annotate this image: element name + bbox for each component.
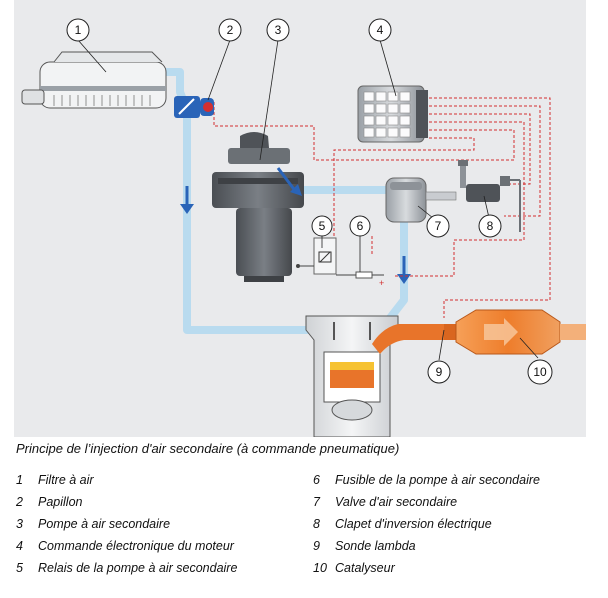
svg-text:5: 5 — [319, 219, 326, 233]
callout-5: 5 — [311, 215, 333, 237]
svg-text:10: 10 — [533, 365, 547, 379]
svg-text:4: 4 — [377, 23, 384, 37]
svg-text:1: 1 — [75, 23, 82, 37]
callout-10: 10 — [527, 359, 553, 385]
exhaust-pipe — [372, 324, 456, 354]
catalytic-converter — [455, 309, 586, 355]
callout-9: 9 — [427, 360, 451, 384]
callout-7: 7 — [426, 214, 450, 238]
callout-6: 6 — [349, 215, 371, 237]
svg-text:+: + — [379, 278, 384, 288]
svg-text:9: 9 — [436, 365, 443, 379]
callout-8: 8 — [478, 214, 502, 238]
air-pump-fuse: + — [336, 271, 384, 288]
callout-2: 2 — [218, 18, 242, 42]
svg-text:3: 3 — [275, 23, 282, 37]
air-filter — [21, 51, 167, 109]
throttle-valve — [174, 96, 214, 118]
secondary-air-valve — [385, 177, 457, 223]
secondary-air-pump — [212, 132, 304, 282]
svg-text:7: 7 — [435, 219, 442, 233]
svg-text:2: 2 — [227, 23, 234, 37]
electric-changeover-valve — [458, 160, 521, 232]
callout-3: 3 — [266, 18, 290, 42]
diagram-caption: Principe de l’injection d'air secondaire… — [16, 441, 400, 456]
secondary-air-injection-diagram: + — [14, 0, 586, 437]
air-pump-relay — [296, 237, 337, 275]
svg-text:8: 8 — [487, 219, 494, 233]
svg-text:6: 6 — [357, 219, 364, 233]
callout-4: 4 — [368, 18, 392, 42]
engine-control-unit — [357, 85, 428, 143]
callout-1: 1 — [66, 18, 90, 42]
